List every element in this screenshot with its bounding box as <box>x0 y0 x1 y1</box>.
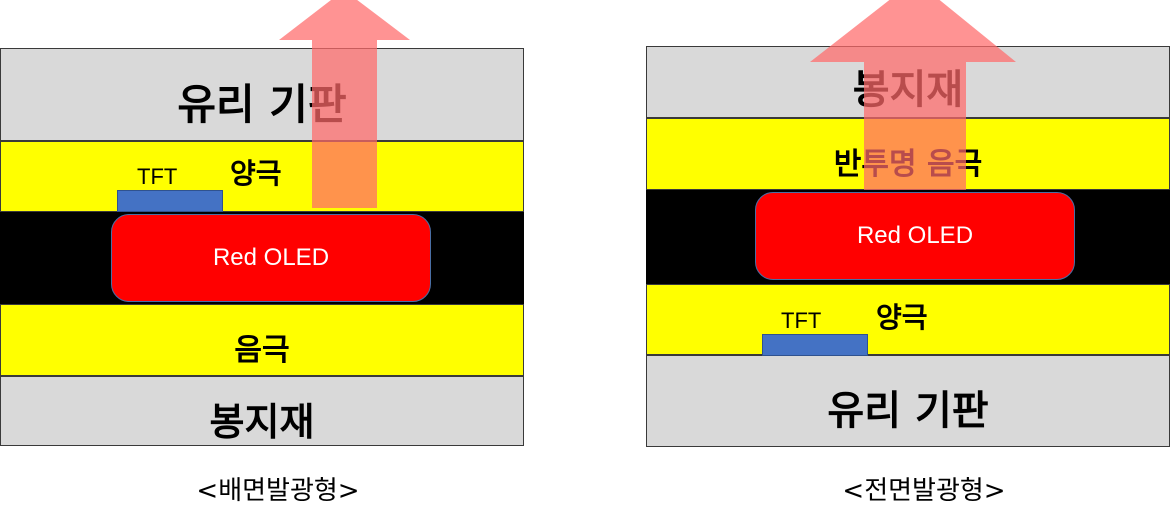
right-tft-pad <box>762 334 868 356</box>
right-cathode-layer: 반투명 음극 <box>646 118 1170 190</box>
right-red-oled: Red OLED <box>755 192 1075 280</box>
right-anode-layer <box>646 284 1170 355</box>
right-glass-substrate-layer: 유리 기판 <box>646 355 1170 447</box>
left-anode-label: 양극 <box>230 157 282 190</box>
right-caption: <전면발광형> <box>842 476 1006 506</box>
left-glass-substrate-layer: 유리 기판 <box>0 48 524 141</box>
left-tft-label: TFT <box>137 164 178 189</box>
right-cathode-label: 반투명 음극 <box>833 147 983 182</box>
left-anode-layer <box>0 141 524 212</box>
left-red-oled: Red OLED <box>111 214 431 302</box>
left-encapsulation-label: 봉지재 <box>209 400 315 444</box>
right-encapsulation-label: 봉지재 <box>852 67 964 113</box>
left-encapsulation-layer: 봉지재 <box>0 376 524 446</box>
left-tft-pad <box>117 190 223 212</box>
right-encapsulation-layer: 봉지재 <box>646 46 1170 118</box>
right-glass-substrate-label: 유리 기판 <box>827 388 989 434</box>
left-cathode-layer: 음극 <box>0 304 524 376</box>
left-cathode-label: 음극 <box>234 333 290 368</box>
right-anode-label: 양극 <box>876 301 928 334</box>
right-tft-label: TFT <box>781 308 822 333</box>
